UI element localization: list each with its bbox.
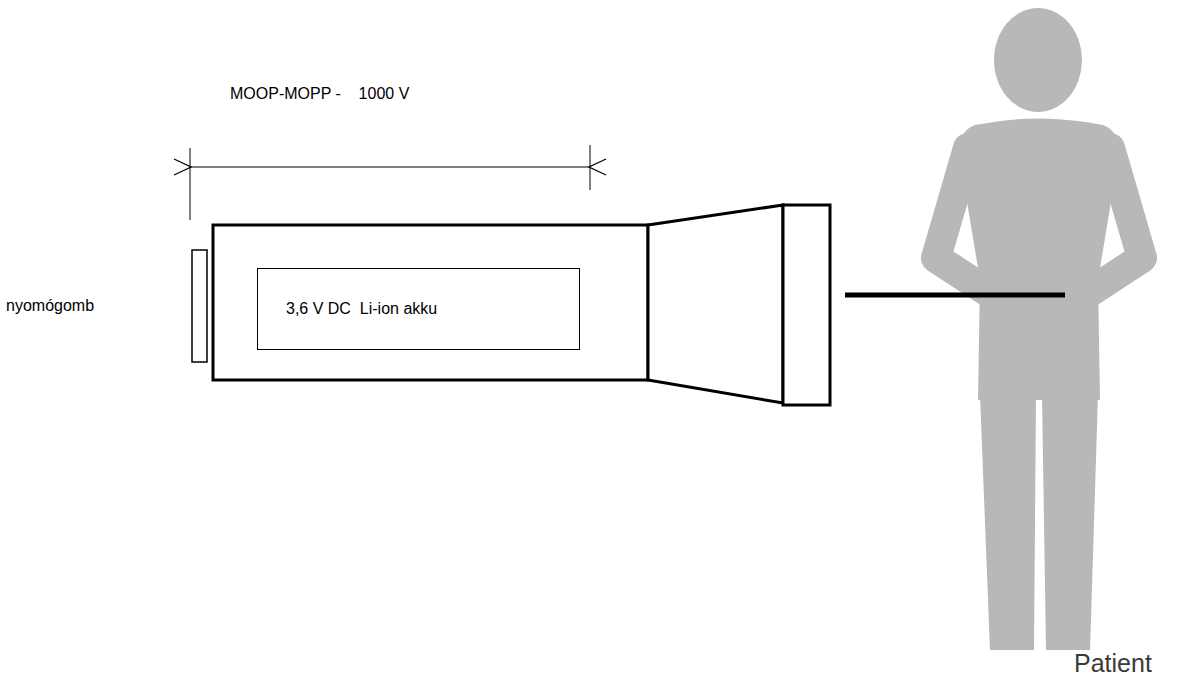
- box-text: 3,6 V DC Li-ion akku: [286, 299, 437, 318]
- patient-silhouette: [936, 8, 1142, 650]
- battery-box: 3,6 V DC Li-ion akku: [257, 268, 580, 350]
- part-label: nyomógomb: [6, 296, 94, 315]
- dimension-label: MOOP-MOPP - 1000 V: [230, 84, 409, 103]
- device-housing: [192, 205, 830, 405]
- dimension-arrow: [190, 145, 590, 220]
- dimension-tick: [590, 145, 591, 190]
- device-head: [783, 205, 830, 405]
- dimension-line: [191, 167, 589, 168]
- device-body: [213, 225, 648, 380]
- push-button: [192, 250, 207, 362]
- patient-head: [994, 8, 1082, 112]
- figure-label: Patient: [1074, 648, 1152, 678]
- patient-connection-line: [845, 293, 1065, 298]
- device-cone: [648, 205, 783, 403]
- patient-leg: [980, 395, 1036, 650]
- dimension-tick: [190, 148, 191, 220]
- patient-torso: [959, 119, 1118, 401]
- patient-leg: [1042, 395, 1098, 650]
